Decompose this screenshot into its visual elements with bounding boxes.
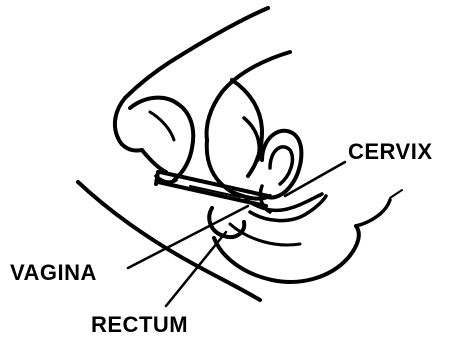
uterus-outline: [262, 131, 301, 198]
thumb-outline: [142, 150, 166, 172]
vagina-label: VAGINA: [10, 262, 97, 284]
cervix-label: CERVIX: [348, 141, 433, 163]
rectum-label: RECTUM: [91, 314, 188, 336]
finger-crease: [150, 112, 174, 140]
hand-outline: [115, 98, 142, 151]
forearm-outline: [125, 8, 268, 98]
body-contour-right: [356, 200, 390, 226]
body-contour-right-2: [390, 190, 402, 198]
uterus-inner: [270, 147, 292, 184]
applicator-end: [156, 172, 158, 184]
